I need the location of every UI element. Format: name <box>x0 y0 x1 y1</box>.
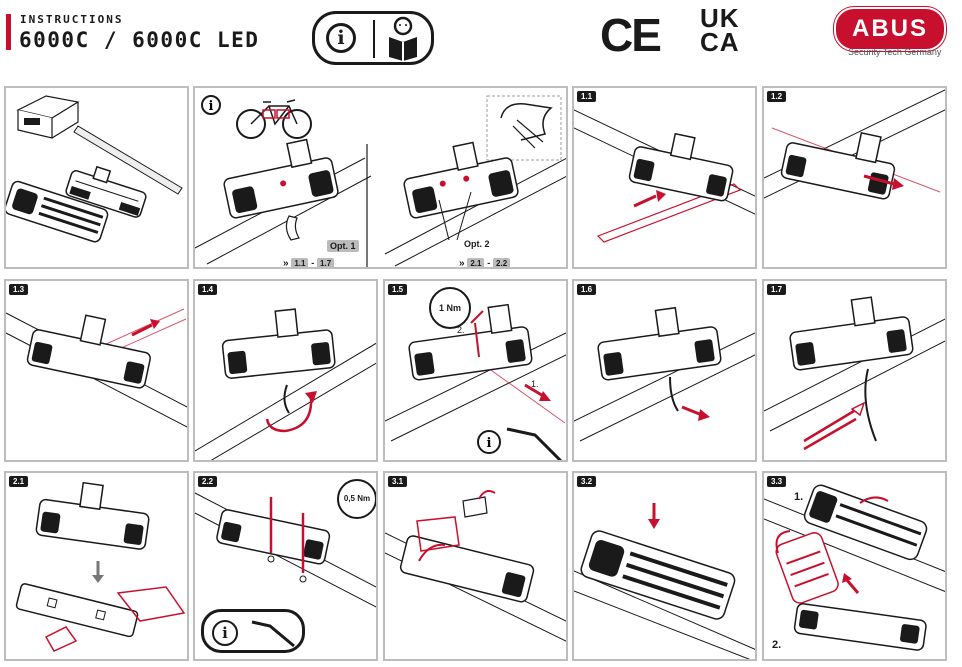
step-2-1-illustration <box>15 481 186 652</box>
step-tag: 2.1 <box>9 476 29 487</box>
svg-text:i: i <box>487 436 492 451</box>
panel-step-2-1: 2.1 <box>4 471 189 661</box>
model-title: 6000C / 6000C LED <box>19 28 260 52</box>
panel-step-1-1: 1.1 <box>572 86 757 269</box>
panel-step-1-5: 1.5 1 Nm 2. 1. i <box>383 279 568 462</box>
header-accent-bar <box>6 14 11 50</box>
step-tag: 1.4 <box>198 284 218 295</box>
step-2-marker: 2. <box>457 325 465 335</box>
step-1-2-illustration <box>764 89 945 200</box>
panel-step-2-2: 2.2 0,5 Nm i <box>193 471 378 661</box>
step-2-2-illustration <box>195 492 376 608</box>
step-1-7-illustration <box>764 296 945 451</box>
package-contents-illustration <box>6 95 183 243</box>
step-1-6-illustration <box>574 306 755 442</box>
step-3-2-illustration <box>574 503 755 659</box>
option-1-label: Opt. 1 <box>327 240 359 252</box>
step-1-4-illustration <box>195 308 376 460</box>
step-tag: 3.1 <box>388 476 408 487</box>
ce-mark: CE <box>600 9 662 61</box>
double-chevron-icon: » <box>283 258 289 269</box>
panel-step-1-4: 1.4 <box>193 279 378 462</box>
mounting-options-illustration: i <box>195 95 566 267</box>
step-3-1-illustration <box>385 490 566 642</box>
step-tag: 1.3 <box>9 284 29 295</box>
panel-step-3-2: 3.2 <box>572 471 757 661</box>
panel-step-1-3: 1.3 <box>4 279 189 462</box>
info-icon: i <box>212 620 238 646</box>
panel-step-3-3: 3.3 1. 2. <box>762 471 947 661</box>
svg-text:i: i <box>209 99 214 114</box>
option-2-label: Opt. 2 <box>461 238 493 250</box>
step-tag: 2.2 <box>198 476 218 487</box>
step-1-1-illustration <box>574 109 755 243</box>
step-tag: 3.3 <box>767 476 787 487</box>
ukca-mark: UK CA <box>700 3 740 57</box>
step-1-marker: 1. <box>531 379 539 389</box>
panel-mounting-options: i Opt. 1 » <box>193 86 568 269</box>
step-tag: 3.2 <box>577 476 597 487</box>
step-tag: 1.1 <box>577 91 597 102</box>
step-1-5-illustration: i <box>385 303 566 460</box>
panel-step-1-7: 1.7 <box>762 279 947 462</box>
option-1-range: » 1.1 - 1.7 <box>283 258 335 269</box>
step-1-3-illustration <box>6 308 187 428</box>
abus-logo: ABUS <box>834 7 946 51</box>
step-1-marker: 1. <box>794 491 804 503</box>
info-icon: i <box>326 23 356 53</box>
brand-tagline: Security Tech Germany <box>848 47 942 57</box>
panel-step-1-6: 1.6 <box>572 279 757 462</box>
step-tag: 1.2 <box>767 91 787 102</box>
tool-info-box: i <box>201 609 305 653</box>
instructions-label: INSTRUCTIONS <box>20 13 124 26</box>
hex-key-icon <box>251 620 295 648</box>
step-2-marker: 2. <box>772 639 782 651</box>
icon-divider <box>373 20 375 58</box>
torque-1nm-badge: 1 Nm <box>429 287 471 329</box>
step-tag: 1.7 <box>767 284 787 295</box>
step-3-3-illustration <box>764 484 945 651</box>
step-tag: 1.6 <box>577 284 597 295</box>
panel-step-1-2: 1.2 <box>762 86 947 269</box>
option-2-range: » 2.1 - 2.2 <box>459 258 511 269</box>
panel-step-3-1: 3.1 <box>383 471 568 661</box>
step-tag: 1.5 <box>388 284 408 295</box>
torque-0-5nm-badge: 0,5 Nm <box>337 479 376 519</box>
reading-person-icon <box>389 16 417 61</box>
double-chevron-icon: » <box>459 258 465 269</box>
read-instructions-icon-box: i <box>312 11 434 65</box>
panel-package-contents <box>4 86 189 269</box>
